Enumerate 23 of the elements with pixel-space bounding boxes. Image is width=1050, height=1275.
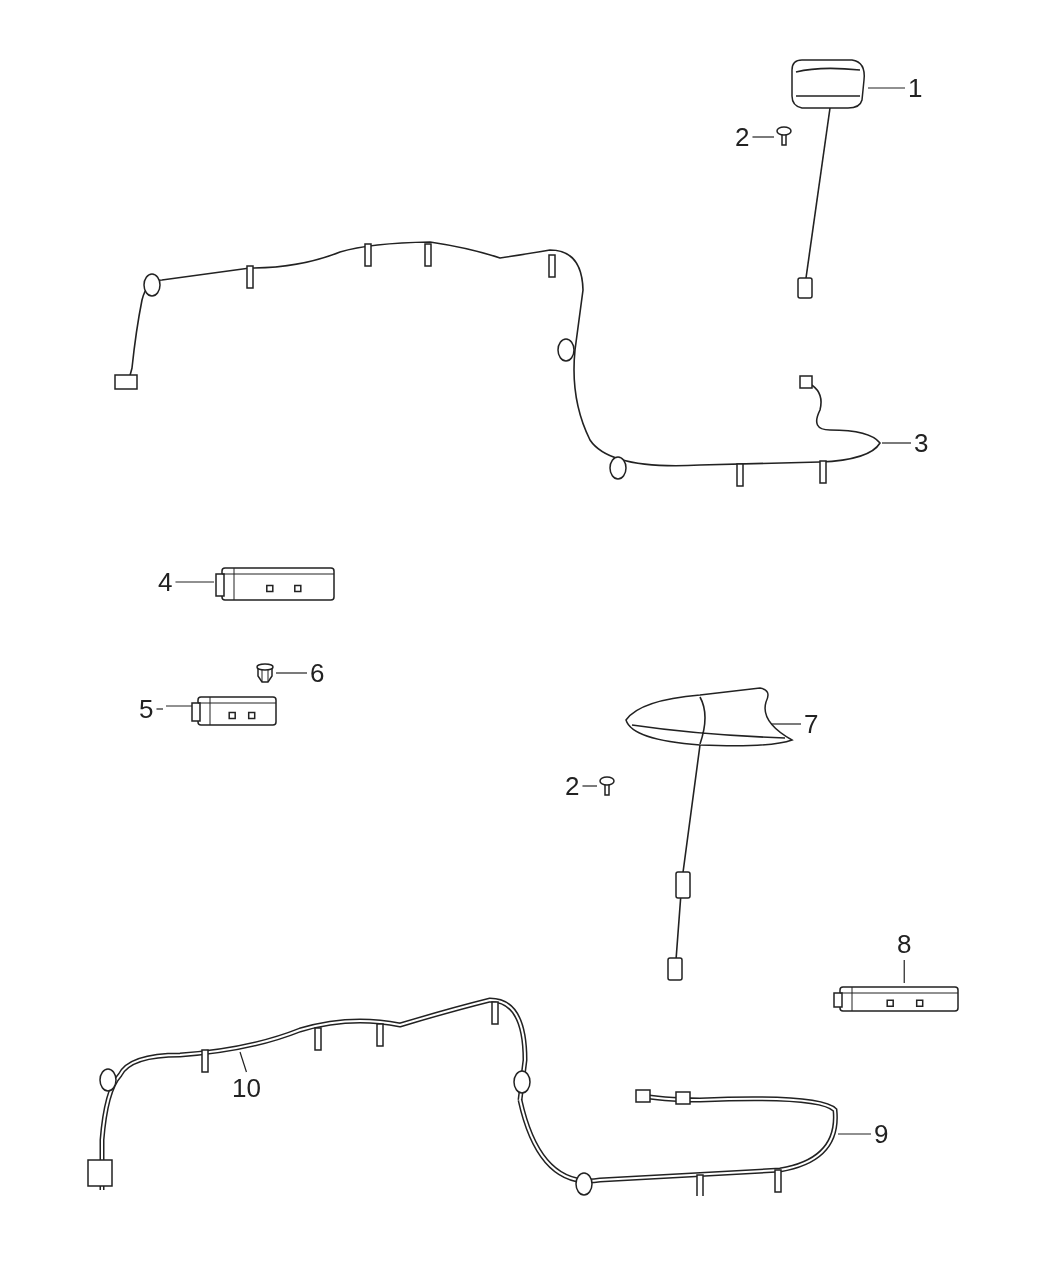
leader-line [881,442,912,444]
leader-line [174,581,215,583]
leader-line [275,672,308,674]
leader-line [903,959,905,984]
leader-line [751,136,775,138]
leader-line [155,708,164,710]
module-drawing [214,564,336,604]
callout-number: 5 [139,696,154,722]
callout-number: 8 [897,931,912,957]
callout-number: 3 [914,430,929,456]
nut-drawing [254,662,276,686]
callout-number: 1 [908,75,923,101]
callout-number: 2 [735,124,750,150]
leader-line [239,1051,248,1073]
callout-number: 2 [565,773,580,799]
leader-line [837,1133,872,1135]
leader-line [867,87,906,89]
callout-number: 9 [874,1121,889,1147]
callout-number: 7 [804,711,819,737]
leader-line [581,785,598,787]
callout-number: 10 [232,1075,261,1101]
callout-number: 6 [310,660,325,686]
callout-number: 4 [158,569,173,595]
